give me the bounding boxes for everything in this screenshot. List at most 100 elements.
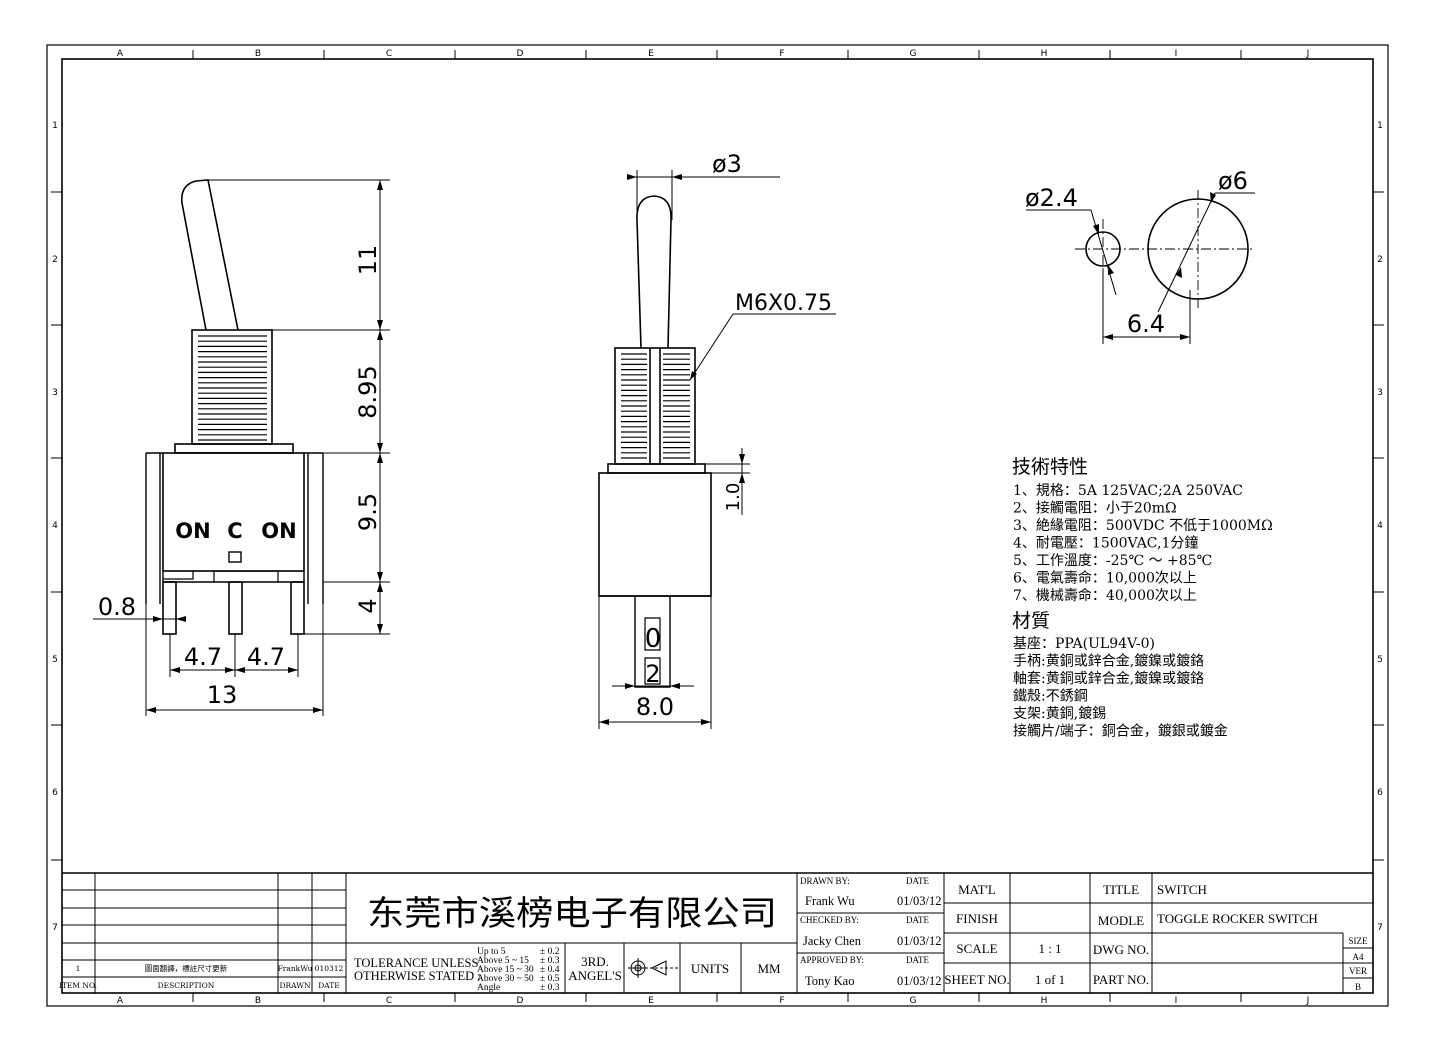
- drawn-by: Frank Wu: [805, 894, 855, 908]
- projection-line-1: 3RD.: [581, 954, 609, 969]
- tolerance-value: ± 0.2: [540, 947, 560, 957]
- title-label: TITLE: [1103, 882, 1139, 897]
- tolerance-line-1: TOLERANCE UNLESS: [354, 956, 478, 970]
- projection-line-2: ANGEL'S: [568, 968, 622, 983]
- zone-col-bottom-I: I: [1175, 996, 1178, 1006]
- dim-thread: M6X0.75: [735, 291, 832, 316]
- material-item: 支架:黄銅,鍍錫: [1013, 705, 1106, 722]
- zone-row-left-4: 4: [52, 521, 58, 531]
- part-label: PART NO.: [1093, 972, 1149, 987]
- drawn-by-label: DRAWN BY:: [800, 876, 850, 886]
- zone-row-left-1: 1: [52, 121, 58, 131]
- finish-label: FINISH: [956, 911, 998, 926]
- dim-terminal-thickness: 0: [645, 624, 662, 654]
- side-body: [598, 472, 712, 597]
- rev-item: 1: [76, 964, 81, 973]
- zone-col-bottom-B: B: [255, 996, 261, 1006]
- cutout-texts: ø2.4 ø6 6.4: [1025, 167, 1248, 338]
- threaded-bushing: [191, 329, 273, 445]
- zone-row-right-2: 2: [1377, 255, 1383, 265]
- projection-block: 3RD. ANGEL'S UNITS MM: [568, 954, 781, 983]
- zone-row-right-7: 7: [1377, 923, 1383, 933]
- label-on-right: ON: [261, 519, 296, 543]
- tolerance-value: ± 0.5: [540, 974, 560, 984]
- terminal-center: [228, 581, 243, 635]
- zone-col-top-A: A: [117, 49, 124, 59]
- zone-col-bottom-A: A: [117, 996, 124, 1006]
- spec-block: 技術特性 1、規格：5A 125VAC;2A 250VAC2、接觸電阻：小于20…: [1012, 456, 1273, 740]
- title-value: SWITCH: [1157, 882, 1207, 897]
- rev-header-date: DATE: [318, 981, 340, 990]
- zone-col-top-E: E: [648, 49, 654, 59]
- zone-ticks: [51, 50, 1384, 1002]
- zone-row-left-3: 3: [52, 388, 58, 398]
- tolerance-line-2: OTHERWISE STATED :: [354, 969, 481, 983]
- material-item: 接觸片/端子：銅合金，鍍銀或鍍金: [1013, 723, 1228, 740]
- ver-label: VER: [1349, 966, 1367, 976]
- zone-row-right-6: 6: [1377, 788, 1383, 798]
- rev-drawn: FrankWu: [278, 964, 313, 973]
- zone-col-bottom-C: C: [386, 996, 392, 1006]
- panel-cutout: [1026, 190, 1255, 344]
- tolerance-value: ± 0.3: [540, 983, 560, 993]
- zone-row-left-7: 7: [52, 923, 58, 933]
- date-label-3: DATE: [906, 955, 929, 965]
- dim-terminal-width: 0.8: [98, 593, 136, 621]
- zone-row-right-1: 1: [1377, 121, 1383, 131]
- zone-col-bottom-F: F: [779, 996, 784, 1006]
- tolerance-range: Up to 5: [477, 947, 506, 957]
- material-item: 軸套:黄銅或鋅合金,鍍鎳或鍍鉻: [1013, 670, 1204, 687]
- model-label: MODLE: [1098, 913, 1144, 928]
- dim-small-hole: ø2.4: [1025, 184, 1078, 212]
- dim-terminal-length: 4: [354, 598, 382, 613]
- material-item: 鐵殼:不銹鋼: [1013, 688, 1088, 705]
- spec-item: 6、電氣壽命：10,000次以上: [1013, 570, 1197, 587]
- dim-lever-diameter: ø3: [712, 150, 742, 178]
- dim-large-hole: ø6: [1218, 167, 1248, 195]
- drawn-date: 01/03/12: [897, 894, 941, 908]
- rev-header-drawn: DRAWN: [279, 981, 310, 990]
- scale-value: 1 : 1: [1038, 941, 1061, 956]
- scale-label: SCALE: [956, 941, 997, 956]
- zone-col-top-J: J: [1306, 49, 1310, 59]
- label-on-left: ON: [175, 519, 210, 543]
- units-label: UNITS: [691, 961, 729, 976]
- zone-col-bottom-H: H: [1041, 996, 1048, 1006]
- zone-col-top-B: B: [255, 49, 261, 59]
- zone-col-top-H: H: [1041, 49, 1048, 59]
- revision-table: 1 圖面翻譯，標註尺寸更新 FrankWu 010312 ITEM NO. DE…: [59, 963, 344, 990]
- label-center: C: [227, 519, 242, 543]
- dwg-label: DWG NO.: [1093, 942, 1149, 957]
- tolerance-range: Above 30 ~ 50: [477, 974, 534, 984]
- zone-row-left-2: 2: [52, 255, 58, 265]
- tolerance-value: ± 0.4: [540, 965, 560, 975]
- projection-symbol-icon: [628, 958, 678, 978]
- ver-value: B: [1355, 982, 1361, 992]
- dim-pitch-right: 4.7: [247, 643, 285, 671]
- cutout-arrows: [1093, 192, 1216, 340]
- rev-header-description: DESCRIPTION: [158, 981, 215, 990]
- title-block: [62, 872, 1373, 993]
- tolerance-range: Above 15 ~ 30: [477, 965, 534, 975]
- tolerance-value: ± 0.3: [540, 956, 560, 966]
- zone-col-top-I: I: [1175, 49, 1178, 59]
- spec-item: 2、接觸電阻：小于20mΩ: [1013, 500, 1177, 517]
- switch-body: [162, 452, 305, 572]
- zone-row-right-4: 4: [1377, 521, 1383, 531]
- zone-col-top-D: D: [517, 49, 524, 59]
- terminal-right: [290, 581, 305, 635]
- front-dimension-texts: 11 8.95 9.5 4 0.8 4.7 4.7 13: [98, 245, 382, 709]
- zone-col-top-F: F: [779, 49, 784, 59]
- dim-pitch-left: 4.7: [184, 643, 222, 671]
- front-dimension-arrows: [146, 180, 383, 713]
- dim-body-height: 9.5: [354, 493, 382, 531]
- front-view-labels: ON C ON: [175, 519, 296, 543]
- tolerance-range: Angle: [477, 983, 500, 993]
- dim-handle-height: 11: [354, 245, 382, 276]
- model-value: TOGGLE ROCKER SWITCH: [1157, 911, 1318, 926]
- zone-col-bottom-J: J: [1306, 996, 1310, 1006]
- rev-description: 圖面翻譯，標註尺寸更新: [145, 963, 228, 973]
- material-heading: 材質: [1012, 610, 1050, 632]
- zone-col-bottom-E: E: [648, 996, 654, 1006]
